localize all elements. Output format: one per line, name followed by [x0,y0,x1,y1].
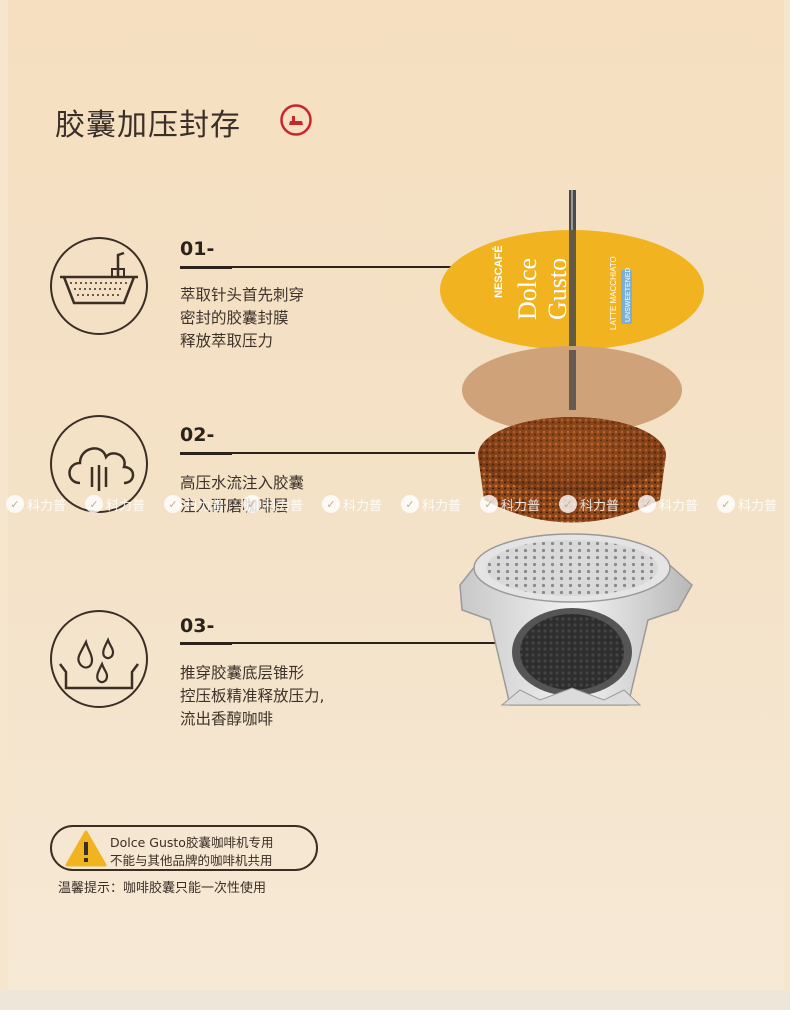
watermark-item: ✓科力普 [480,493,540,515]
capsule-product-line2: Gusto [543,258,572,320]
capsule-flavor: LATTE MACCHIATO [609,256,618,330]
warning-line-2: 不能与其他品牌的咖啡机共用 [110,853,273,868]
step-3-line-2: 控压板精准释放压力, [180,687,325,705]
watermark-item: ✓科力普 [243,493,303,515]
watermark-row: ✓科力普✓科力普✓科力普✓科力普✓科力普✓科力普✓科力普✓科力普✓科力普✓科力普 [6,493,786,515]
check-icon: ✓ [401,495,419,513]
watermark-text: 科力普 [659,498,699,514]
watermark-text: 科力普 [580,498,620,514]
watermark-item: ✓科力普 [717,493,777,515]
step-1-number: 01- [180,238,215,260]
check-icon: ✓ [85,495,103,513]
watermark-item: ✓科力普 [638,493,698,515]
watermark-item: ✓科力普 [85,493,145,515]
page-title: 胶囊加压封存 [55,108,241,143]
watermark-text: 科力普 [343,498,383,514]
usage-tip: 温馨提示：咖啡胶囊只能一次性使用 [58,881,267,896]
watermark-text: 科力普 [106,498,146,514]
check-icon: ✓ [322,495,340,513]
watermark-item: ✓科力普 [322,493,382,515]
step-3-line-3: 流出香醇咖啡 [180,710,274,728]
watermark-item: ✓科力普 [559,493,619,515]
step-3-line-1: 推穿胶囊底层锥形 [180,664,305,682]
step-2-underline [180,452,232,455]
step-3-underline [180,642,232,645]
step-2-pointer-line [232,452,475,454]
capsule-product-line1: Dolce [513,258,542,320]
step-3-description: 推穿胶囊底层锥形 控压板精准释放压力, 流出香醇咖啡 [180,662,324,731]
step-2-line-1: 高压水流注入胶囊 [180,474,305,492]
step-2-description: 高压水流注入胶囊 注入研磨咖啡层 [180,472,304,518]
step-3-number: 03- [180,615,215,637]
cloud-water-icon [68,447,135,491]
watermark-text: 科力普 [264,498,304,514]
check-icon: ✓ [717,495,735,513]
step-2-line-2: 注入研磨咖啡层 [180,497,289,515]
step-2-number: 02- [180,424,215,446]
step-3-icon-circle [50,610,148,708]
capsule-variant: UNSWEETENED [625,268,632,322]
check-icon: ✓ [243,495,261,513]
step-1-icon-circle [50,237,148,335]
capsule-brand: NESCAFÉ [492,245,505,298]
perforated-plate [486,540,658,596]
check-icon: ✓ [559,495,577,513]
check-icon: ✓ [638,495,656,513]
step-1-line-3: 释放萃取压力 [180,332,274,350]
warning-icon [65,830,107,867]
lid-seal-icon [280,104,312,136]
step-1-description: 萃取针头首先刺穿 密封的胶囊封膜 释放萃取压力 [180,284,304,353]
bottom-strip [0,990,790,1010]
step-3-pointer-line [232,642,528,644]
check-icon: ✓ [164,495,182,513]
step-1-line-1: 萃取针头首先刺穿 [180,286,305,304]
watermark-text: 科力普 [185,498,225,514]
step-1-line-2: 密封的胶囊封膜 [180,309,289,327]
check-icon: ✓ [480,495,498,513]
capsule-illustration: NESCAFÉ Dolce Gusto LATTE MACCHIATO UNSW… [440,190,704,706]
step-2-icon-circle [50,415,148,513]
warning-line-1: Dolce Gusto胶囊咖啡机专用 [110,835,274,850]
watermark-item: ✓科力普 [6,493,66,515]
step-1-pointer-line [232,266,470,268]
check-icon: ✓ [6,495,24,513]
watermark-text: 科力普 [27,498,67,514]
watermark-text: 科力普 [501,498,541,514]
step-1-underline [180,266,232,269]
water-drops-icon [59,637,139,690]
filter-basket-icon [60,251,138,305]
watermark-item: ✓科力普 [164,493,224,515]
watermark-text: 科力普 [422,498,462,514]
watermark-item: ✓科力普 [401,493,461,515]
warning-box [50,825,318,871]
watermark-text: 科力普 [738,498,778,514]
